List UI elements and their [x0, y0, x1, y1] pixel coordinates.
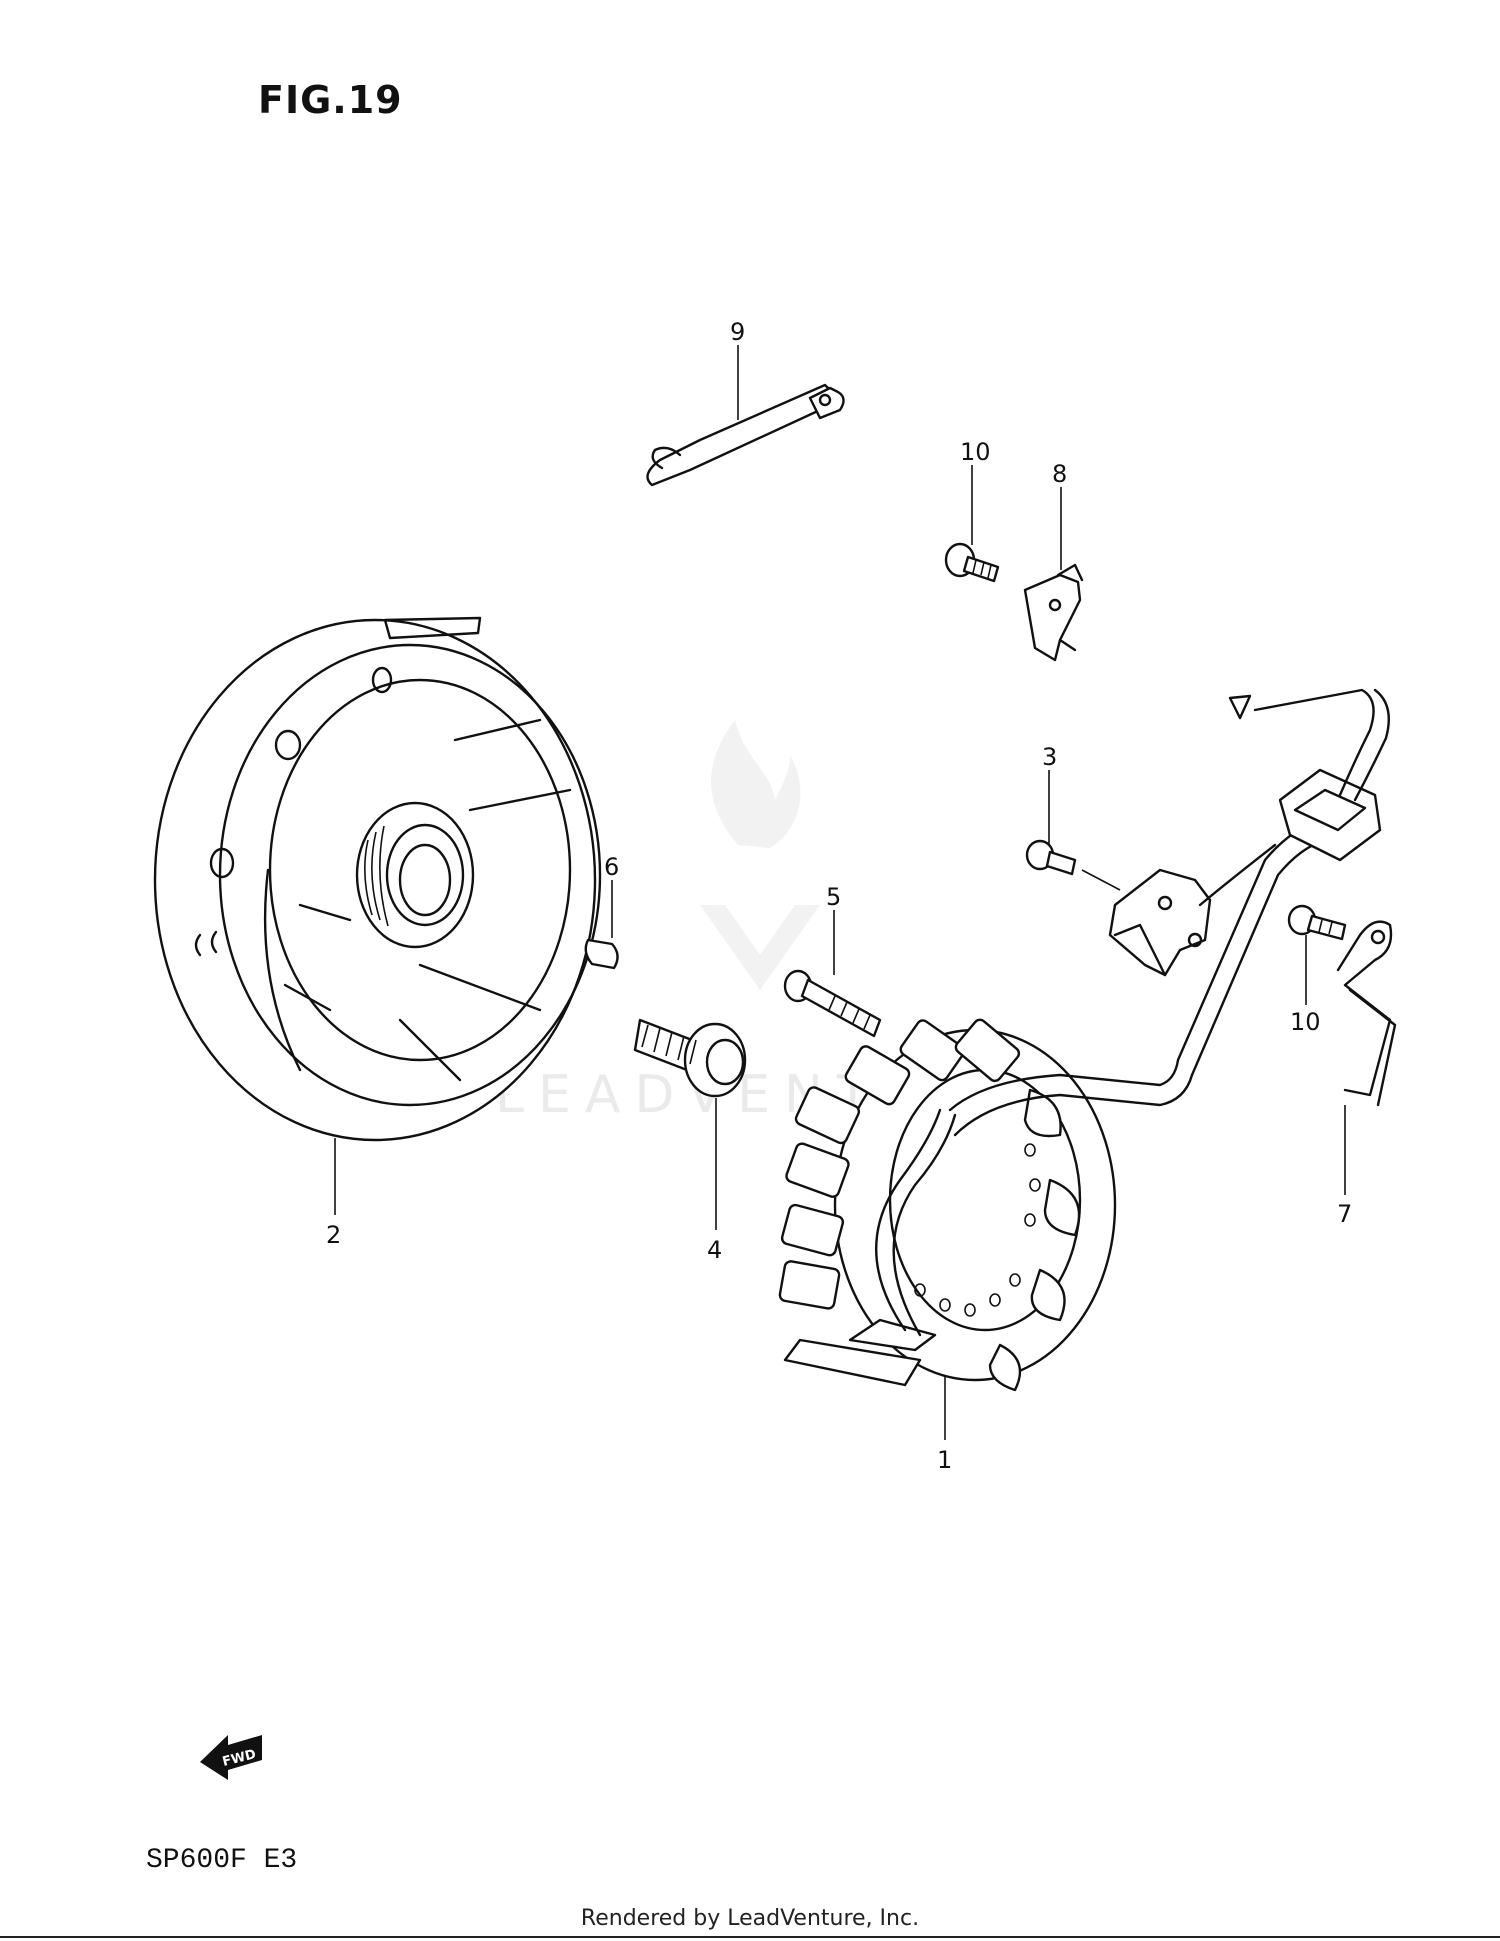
model-code: SP600F E3 — [146, 1845, 298, 1876]
callout-8: 8 — [1052, 460, 1067, 488]
callout-7: 7 — [1337, 1200, 1352, 1228]
footer-rule — [0, 1936, 1500, 1938]
footer-credit: Rendered by LeadVenture, Inc. — [580, 1906, 920, 1931]
callout-3: 3 — [1042, 743, 1057, 771]
figure-title: FIG.19 — [258, 78, 403, 122]
watermark-logo — [700, 720, 820, 990]
callout-4: 4 — [707, 1236, 722, 1264]
part-10-clamp-screw-lower — [1287, 904, 1347, 941]
callout-1: 1 — [937, 1446, 952, 1474]
part-8-clamp — [1023, 563, 1084, 662]
part-2-flywheel-rotor — [153, 616, 602, 1142]
part-harness-wire — [948, 688, 1390, 1137]
part-3-pickup-screw — [1025, 839, 1077, 876]
callout-9: 9 — [730, 318, 745, 346]
callout-6: 6 — [604, 853, 619, 881]
part-6-woodruff-key — [584, 938, 619, 970]
callout-10-upper: 10 — [960, 438, 991, 466]
part-9-lead-guide — [646, 383, 845, 487]
part-1-stator-coil — [778, 1018, 1117, 1392]
part-10-screw-upper — [944, 542, 1000, 583]
part-7-wire-clamp — [1336, 920, 1397, 1107]
fwd-arrow-icon: FWD — [200, 1735, 262, 1780]
part-4-rotor-bolt — [633, 1018, 747, 1098]
callout-5: 5 — [826, 883, 841, 911]
callout-2: 2 — [326, 1221, 341, 1249]
part-5-stator-screw — [783, 969, 882, 1038]
callout-10-lower: 10 — [1290, 1008, 1321, 1036]
leader-lines — [334, 345, 1346, 1440]
